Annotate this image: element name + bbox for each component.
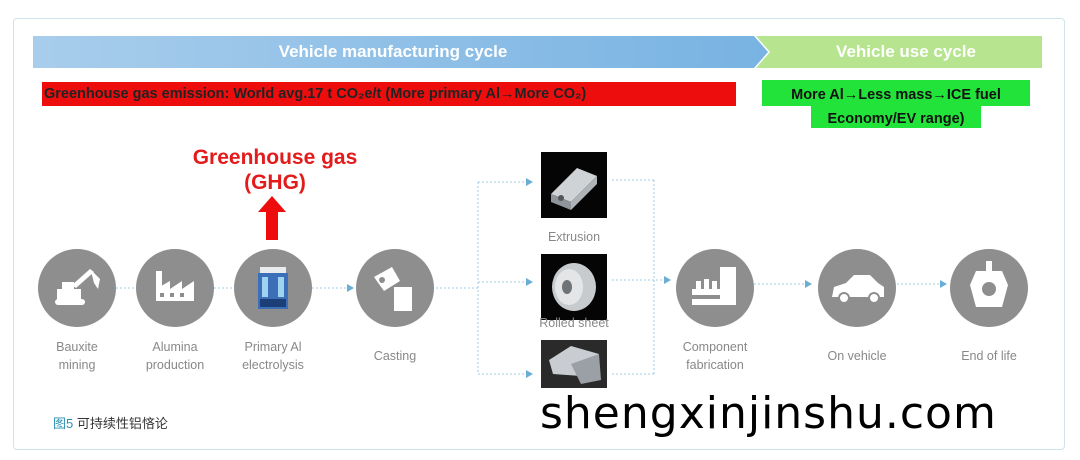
- casting-step: [356, 249, 434, 327]
- end-of-life-step: [950, 249, 1028, 327]
- production-line-icon: [692, 267, 736, 305]
- use-benefit-text: More Al→Less mass→ICE fuel Economy/EV ra…: [791, 87, 1001, 127]
- manufacturing-cycle-title: Vehicle manufacturing cycle: [278, 42, 508, 61]
- figure-caption: 图5 可持续性铝悋论: [53, 413, 168, 432]
- casting-parts-photo: [541, 340, 607, 388]
- extrusion-profile-icon: [551, 168, 597, 210]
- use-cycle-title: Vehicle use cycle: [836, 42, 976, 61]
- alumina-production-step: [136, 249, 214, 327]
- factory-icon: [156, 271, 194, 301]
- ladle-pour-icon: [374, 267, 412, 311]
- casting-label: Casting: [373, 349, 417, 363]
- extrusion-photo: [541, 152, 607, 218]
- watermark: shengxinjinshu.com: [540, 388, 997, 439]
- bauxite-mining-step: [38, 249, 116, 327]
- on-vehicle-step: [818, 249, 896, 327]
- figure-frame: [13, 18, 1065, 450]
- ghg-up-arrow-icon: [258, 196, 286, 240]
- cast-parts-icon: [549, 346, 601, 384]
- end-of-life-label: End of life: [961, 349, 1017, 363]
- excavator-icon: [55, 269, 100, 305]
- figure-caption-text: 可持续性铝悋论: [73, 416, 168, 431]
- on-vehicle-label: On vehicle: [827, 349, 887, 363]
- ghg-label: Greenhouse gas (GHG): [192, 146, 358, 194]
- coil-icon: [552, 263, 596, 311]
- rolled-sheet-label: Rolled sheet: [539, 316, 609, 330]
- use-benefit-banner: [762, 80, 1030, 128]
- component-fabrication-step: [676, 249, 754, 327]
- scrap-grapple-icon: [970, 261, 1008, 307]
- figure-number: 图5: [53, 416, 74, 431]
- manufacturing-cycle-band: [33, 36, 768, 68]
- car-icon: [832, 275, 884, 304]
- extrusion-label: Extrusion: [547, 230, 601, 244]
- rolled-sheet-photo: [541, 254, 607, 320]
- use-cycle-band: [756, 36, 1042, 68]
- primary-al-electrolysis-step: [234, 249, 312, 327]
- electrolysis-cell-icon: [258, 267, 288, 309]
- emission-banner: Greenhouse gas emission: World avg.17 t …: [42, 82, 736, 106]
